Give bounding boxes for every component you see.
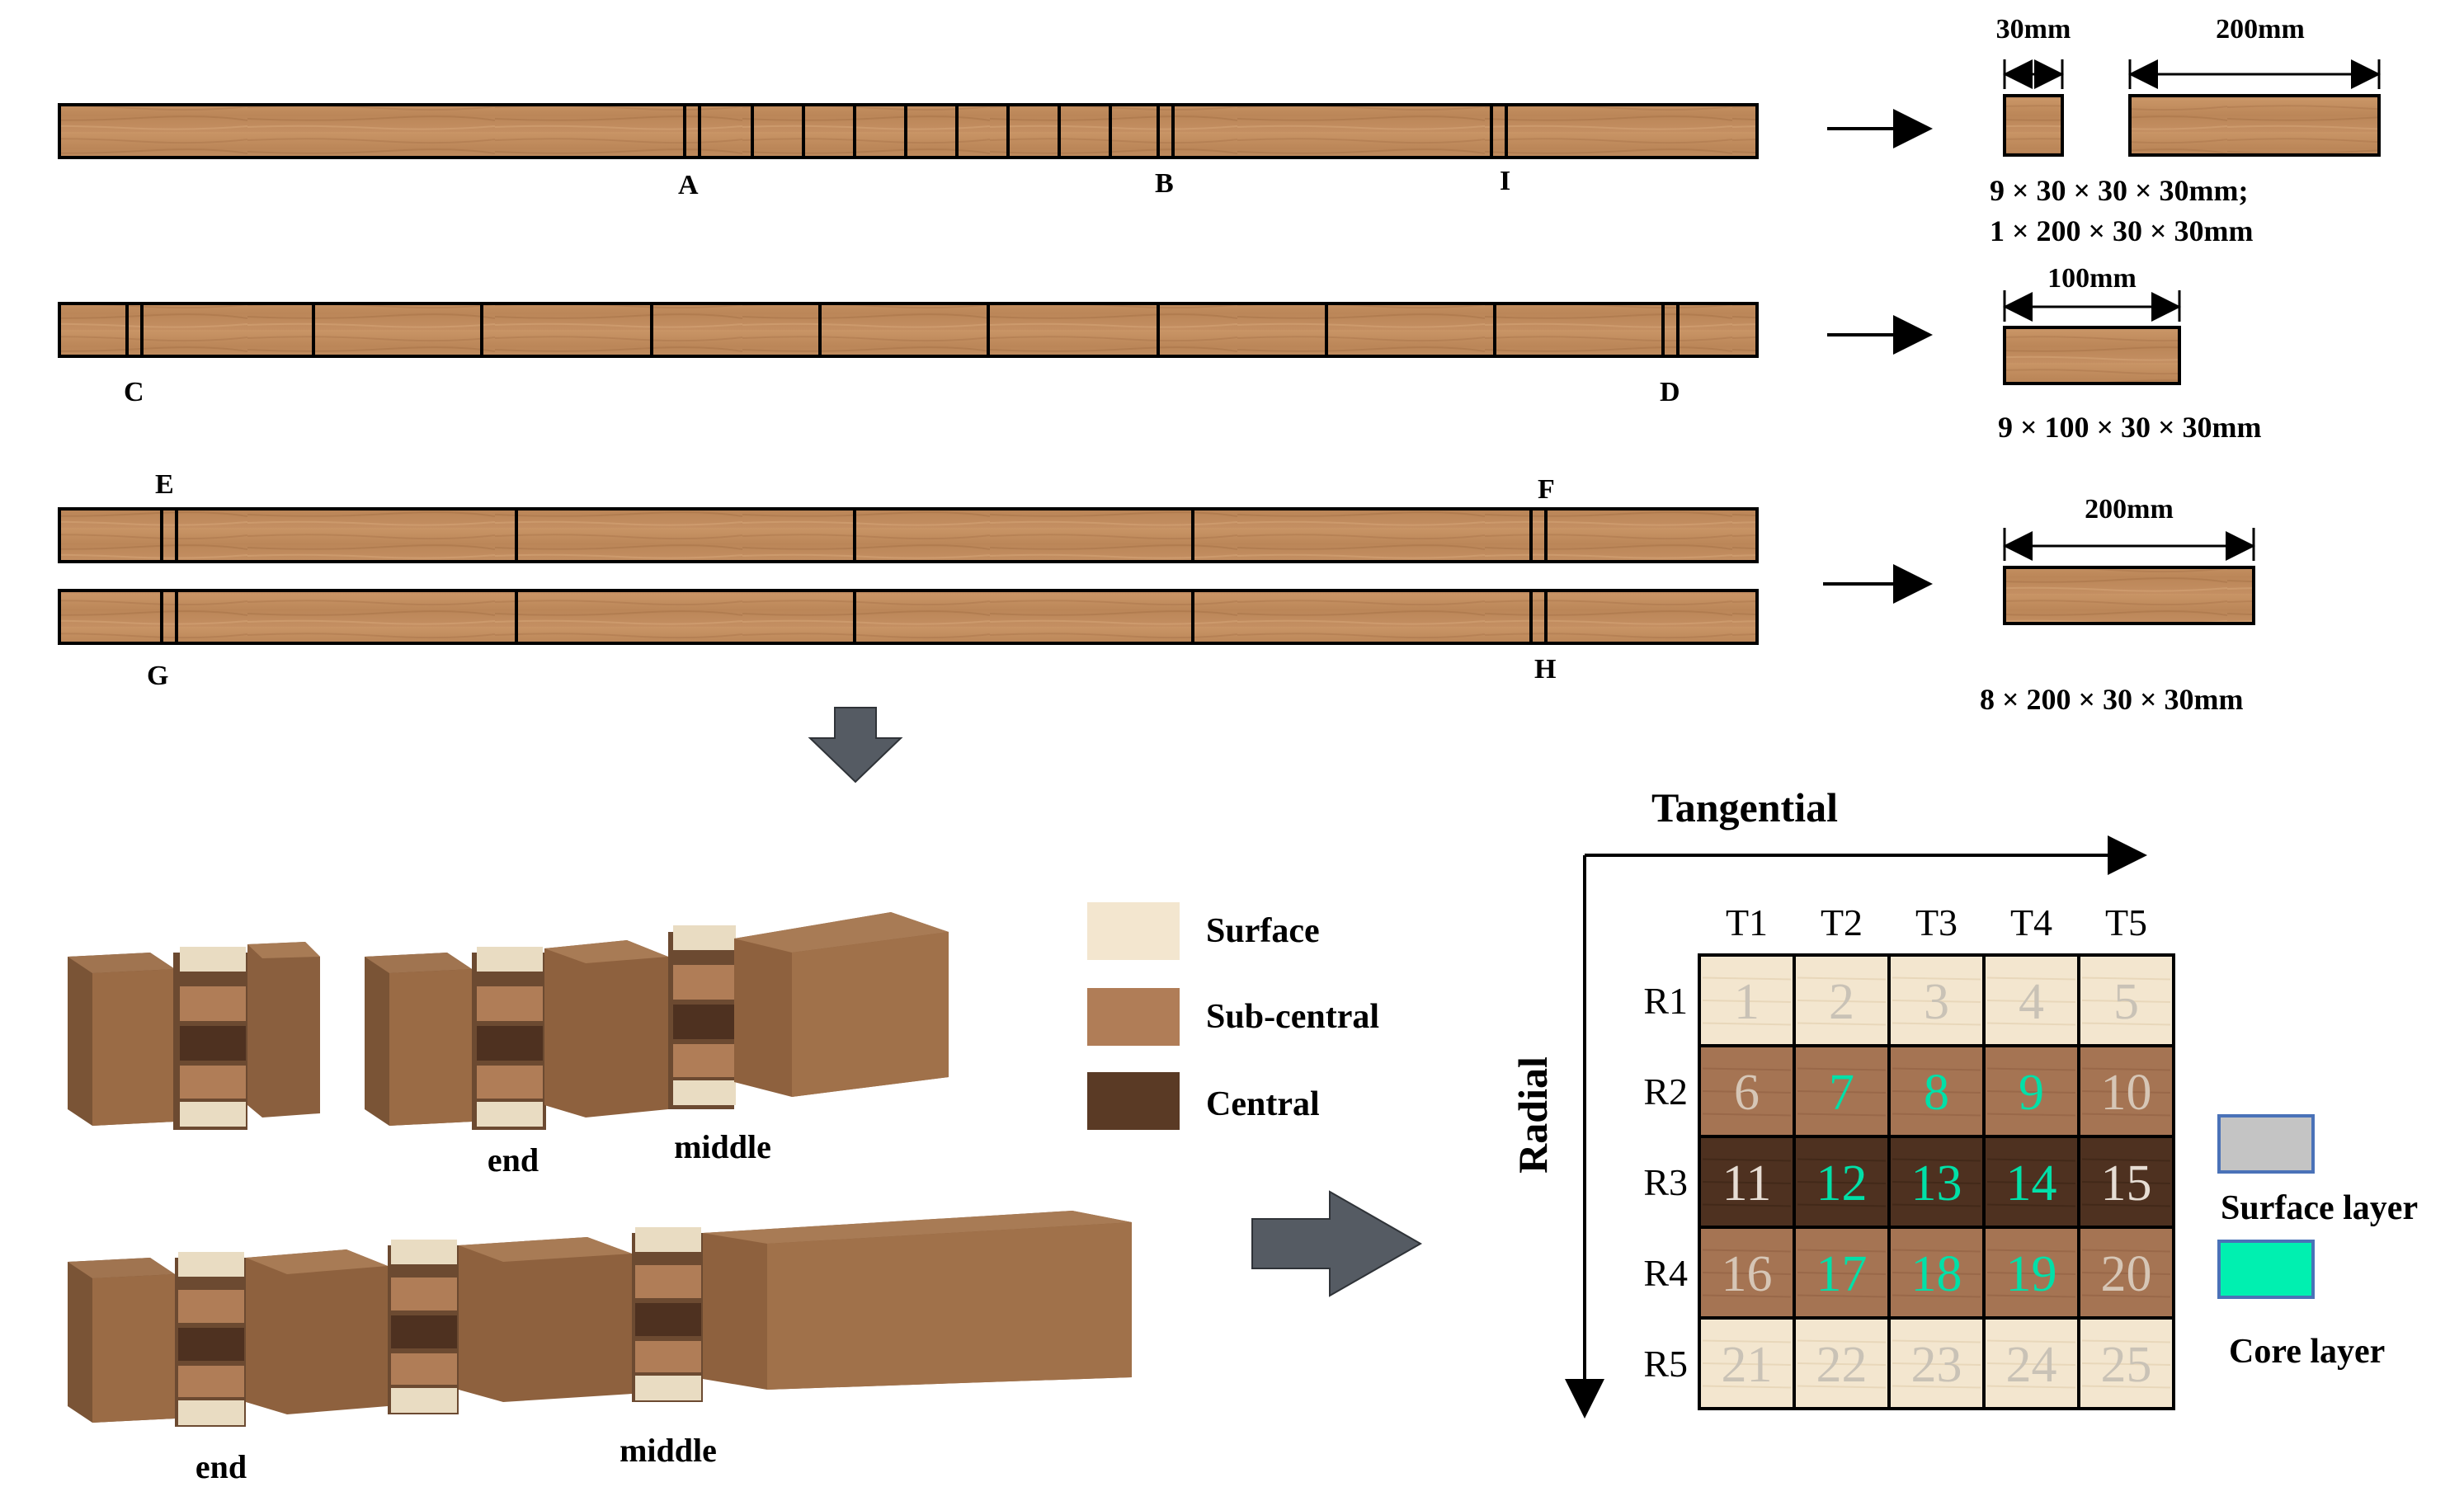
label-end-bottom: end — [196, 1448, 247, 1485]
dim-200mm-top: 200mm — [2216, 14, 2305, 45]
marker-B: B — [1155, 168, 1174, 199]
grid-cell-number: 25 — [2101, 1337, 2152, 1393]
marker-I: I — [1500, 166, 1510, 196]
grid-cell-number: 16 — [1722, 1246, 1773, 1302]
label-middle-bottom: middle — [620, 1432, 717, 1469]
legend-label-core-layer: Core layer — [2229, 1333, 2385, 1371]
right-block-arrow — [1251, 1190, 1423, 1297]
radial-label: Radial — [1510, 1056, 1556, 1174]
specimen-set-2: 100mm 9 × 100 × 30 × 30mm — [1998, 263, 2262, 444]
legend-swatch-surface — [1087, 902, 1180, 960]
grid-cell-number: 1 — [1734, 974, 1760, 1030]
grid-cell-number: 24 — [2006, 1337, 2057, 1393]
board-2: C D — [58, 302, 1759, 407]
blocks-top-row: end middle — [68, 912, 949, 1179]
grid-cell-number: 9 — [2019, 1065, 2044, 1121]
grid-cell-number: 2 — [1829, 974, 1854, 1030]
column-label: T2 — [1821, 901, 1863, 943]
row-label: R1 — [1643, 980, 1688, 1022]
board-4: G H — [58, 589, 1759, 691]
marker-G: G — [147, 661, 168, 691]
grid-cell-number: 17 — [1816, 1246, 1868, 1302]
legend-swatch-central — [1087, 1072, 1180, 1130]
legend-swatch-sub-central — [1087, 988, 1180, 1046]
spec-text-2: 1 × 200 × 30 × 30mm — [1990, 214, 2254, 247]
marker-E: E — [155, 469, 174, 500]
grid-cell-number: 12 — [1816, 1155, 1868, 1212]
row-label: R5 — [1643, 1343, 1688, 1385]
legend-label-surface-layer: Surface layer — [2221, 1189, 2418, 1227]
marker-A: A — [678, 170, 699, 200]
legend-swatch-surface-layer — [2217, 1114, 2315, 1174]
legend-label-surface: Surface — [1206, 912, 1320, 950]
label-end-top: end — [488, 1141, 539, 1179]
specimen-set-1: 30mm 200mm 9 × 30 × 30 × 30mm; 1 × 200 ×… — [1990, 14, 2381, 247]
grid-cell-number: 21 — [1722, 1337, 1773, 1393]
column-label: T4 — [2010, 901, 2052, 943]
grid-cell-number: 3 — [1924, 974, 1949, 1030]
grid-cell-number: 20 — [2101, 1246, 2152, 1302]
tangential-label: Tangential — [1651, 784, 1838, 830]
blocks-bottom-row: end middle — [68, 1211, 1132, 1485]
grid-cell-number: 4 — [2019, 974, 2044, 1030]
specimen-arrows — [1823, 109, 1933, 604]
spec-text-4: 8 × 200 × 30 × 30mm — [1980, 683, 2244, 716]
grid-cell-number: 8 — [1924, 1065, 1949, 1121]
row-label: R3 — [1643, 1161, 1688, 1203]
legend-swatch-core-layer — [2217, 1240, 2315, 1299]
grid-axes: Tangential Radial — [1510, 784, 2147, 1419]
marker-D: D — [1660, 377, 1680, 407]
layer-legend: Surface layer Core layer — [2217, 1114, 2418, 1371]
spec-text-3: 9 × 100 × 30 × 30mm — [1998, 411, 2262, 444]
grid-cell-number: 11 — [1722, 1155, 1772, 1212]
grid-cell-number: 18 — [1911, 1246, 1962, 1302]
zone-legend: Surface Sub-central Central — [1087, 902, 1379, 1130]
dim-30mm: 30mm — [1996, 14, 2071, 45]
dim-100mm: 100mm — [2047, 263, 2137, 294]
down-block-arrow — [808, 707, 903, 783]
marker-H: H — [1534, 654, 1556, 685]
spec-text-1: 9 × 30 × 30 × 30mm; — [1990, 174, 2249, 207]
grid-cell-number: 13 — [1911, 1155, 1962, 1212]
marker-C: C — [124, 377, 144, 407]
column-label: T5 — [2105, 901, 2147, 943]
row-label: R4 — [1643, 1252, 1688, 1294]
board-3: E F — [58, 469, 1759, 563]
marker-F: F — [1538, 474, 1555, 505]
grid-cell-number: 23 — [1911, 1337, 1962, 1393]
grid-cell-number: 22 — [1816, 1337, 1868, 1393]
grid-cell-number: 15 — [2101, 1155, 2152, 1212]
board-1: A B I — [58, 103, 1759, 200]
column-label: T3 — [1915, 901, 1958, 943]
row-label: R2 — [1643, 1070, 1688, 1113]
legend-label-central: Central — [1206, 1085, 1320, 1123]
grid-cell-number: 5 — [2113, 974, 2139, 1030]
column-label: T1 — [1726, 901, 1768, 943]
grid-cell-number: 6 — [1734, 1065, 1760, 1121]
grid-cell-number: 14 — [2006, 1155, 2057, 1212]
label-middle-top: middle — [674, 1128, 771, 1165]
grid-cell-number: 10 — [2101, 1065, 2152, 1121]
specimen-set-3: 200mm 8 × 200 × 30 × 30mm — [1980, 494, 2255, 716]
legend-label-sub-central: Sub-central — [1206, 998, 1379, 1036]
grid-cell-number: 19 — [2006, 1246, 2057, 1302]
grid-cell-number: 7 — [1829, 1065, 1854, 1121]
dim-200mm-bottom: 200mm — [2085, 494, 2174, 525]
